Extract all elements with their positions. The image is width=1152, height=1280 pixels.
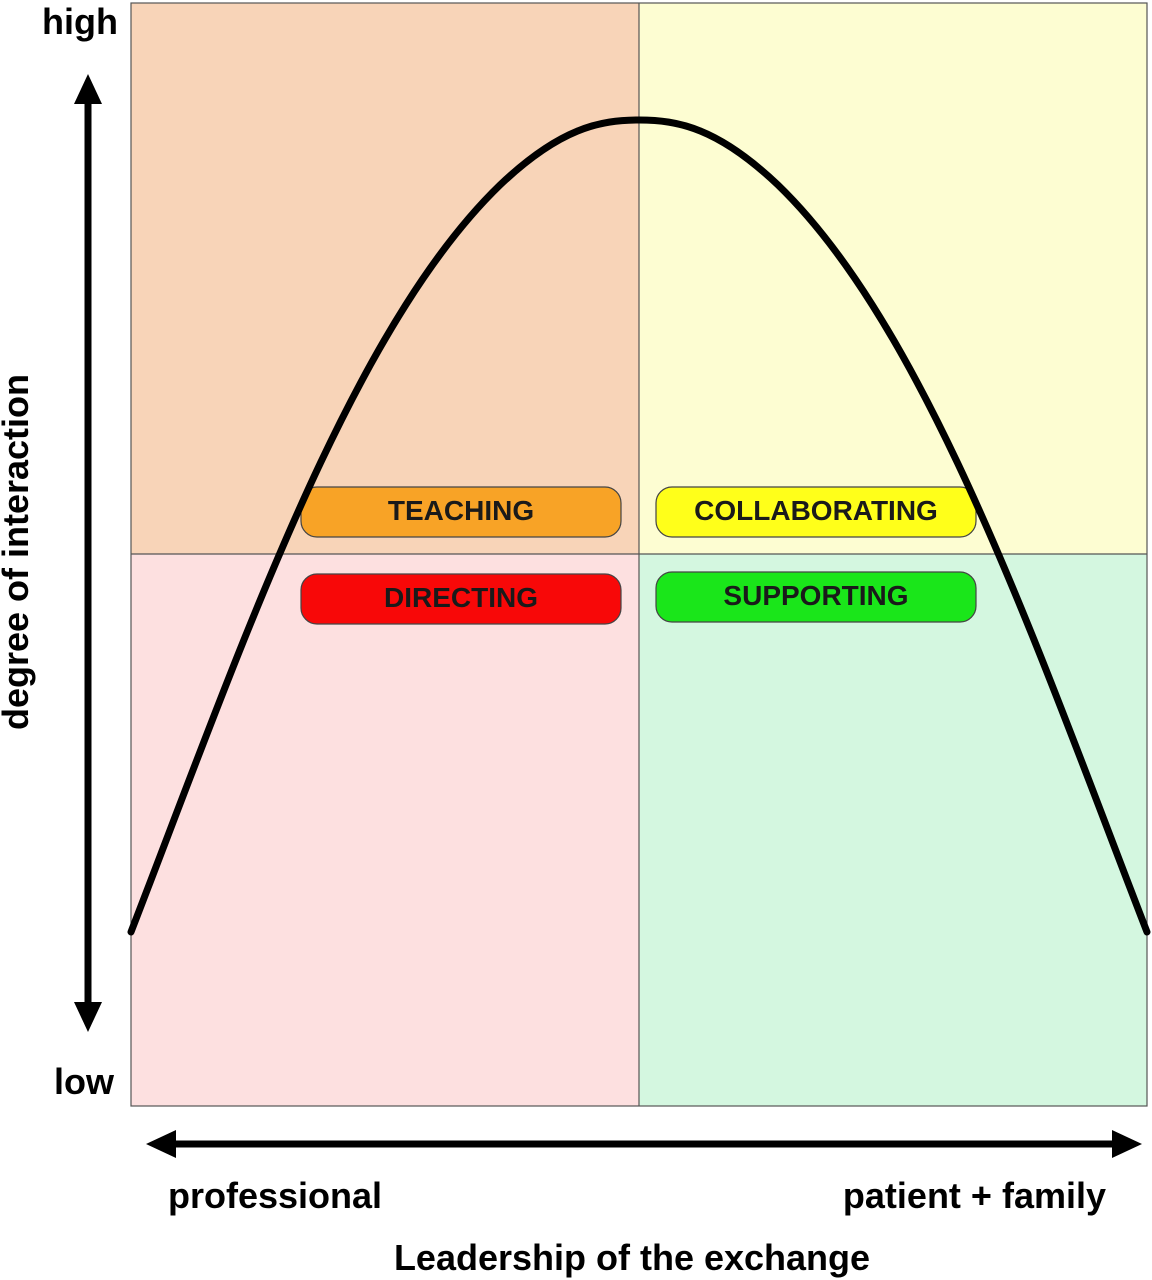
interaction-curve [127,116,1151,936]
teaching-label: TEACHING [388,495,534,526]
teaching-pill: TEACHING [300,486,622,538]
directing-label: DIRECTING [384,582,538,613]
x-axis-right-label: patient + family [843,1175,1106,1216]
x-axis-title: Leadership of the exchange [394,1237,870,1278]
vertical-axis-arrow [74,74,102,1032]
arrow-up-icon [74,74,102,104]
arrow-down-icon [74,1002,102,1032]
x-axis-left-label: professional [168,1175,382,1216]
collaborating-label: COLLABORATING [694,495,938,526]
horizontal-axis-arrow [146,1130,1142,1158]
quadrant-top-right [639,3,1147,554]
collaborating-pill-shape [655,486,977,538]
quadrant-bottom-left [131,554,639,1106]
arrow-left-icon [146,1130,176,1158]
arrow-right-icon [1112,1130,1142,1158]
directing-pill-shape [300,573,622,625]
supporting-pill-shape [655,571,977,623]
supporting-label: SUPPORTING [723,580,908,611]
directing-pill: DIRECTING [300,573,622,625]
y-axis-low-label: low [54,1061,115,1102]
y-axis-title: degree of interaction [0,374,36,730]
quadrant-bottom-right [639,554,1147,1106]
supporting-pill: SUPPORTING [655,571,977,623]
collaborating-pill: COLLABORATING [655,486,977,538]
y-axis-high-label: high [42,1,118,42]
quadrant-top-left [131,3,639,554]
